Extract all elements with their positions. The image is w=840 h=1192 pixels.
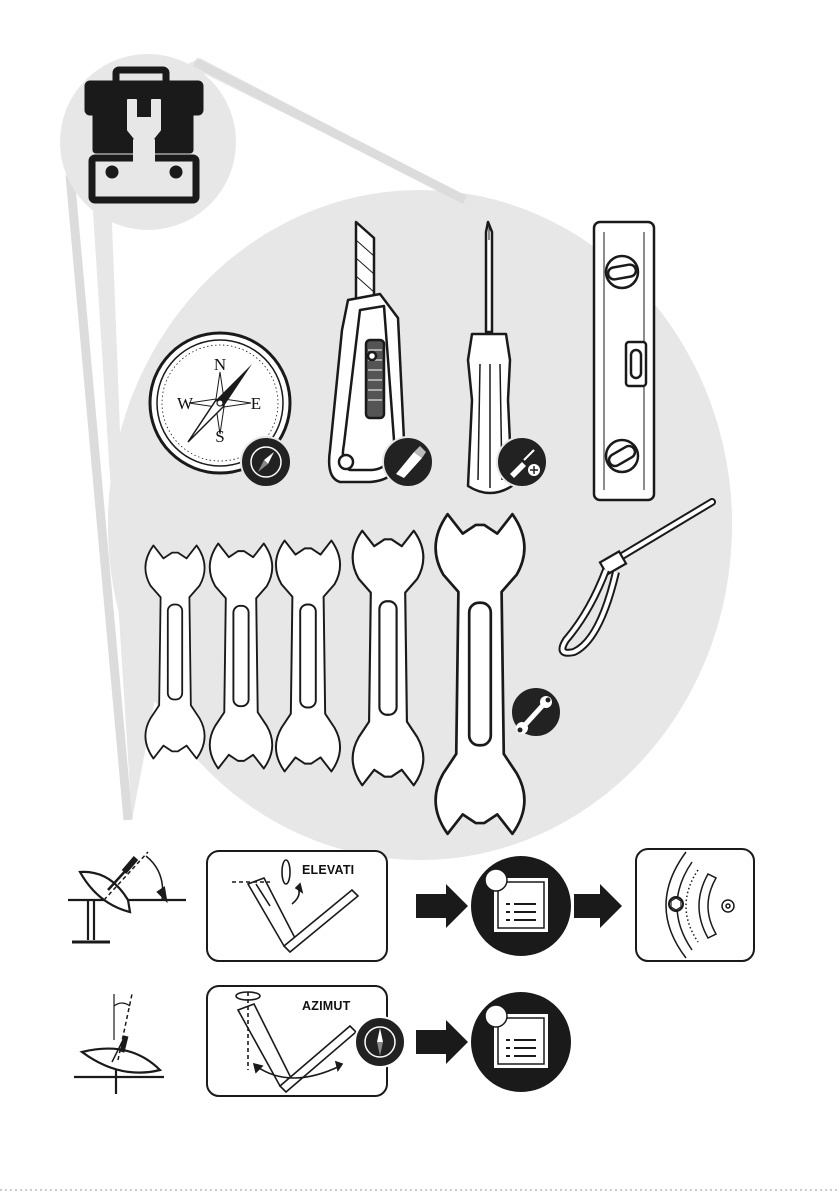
cutter-icon	[383, 437, 433, 487]
wrench-icon	[511, 687, 561, 737]
arrow-right-icon	[416, 884, 468, 928]
azimuth-label: AZIMUT	[302, 999, 351, 1013]
protractor-icon	[636, 849, 754, 961]
screwdriver-icon	[497, 437, 547, 487]
arrow-right-icon	[574, 884, 622, 928]
arrow-right-icon	[416, 1020, 468, 1064]
compass-icon	[241, 437, 291, 487]
compass-east-label: E	[251, 394, 261, 413]
toolbox-badge	[60, 54, 236, 230]
azimuth-dish-diagram	[74, 994, 164, 1094]
manual-icon	[471, 992, 571, 1092]
compass-west-label: W	[177, 394, 194, 413]
compass-icon	[355, 1017, 405, 1067]
elevation-label: ELEVATI	[302, 863, 354, 877]
spirit-level-icon	[594, 222, 654, 500]
elevation-step-card: ELEVATI	[207, 851, 387, 961]
compass-north-label: N	[214, 355, 226, 374]
manual-icon	[471, 856, 571, 956]
elevation-dish-diagram	[68, 852, 186, 942]
compass-south-label: S	[215, 427, 224, 446]
